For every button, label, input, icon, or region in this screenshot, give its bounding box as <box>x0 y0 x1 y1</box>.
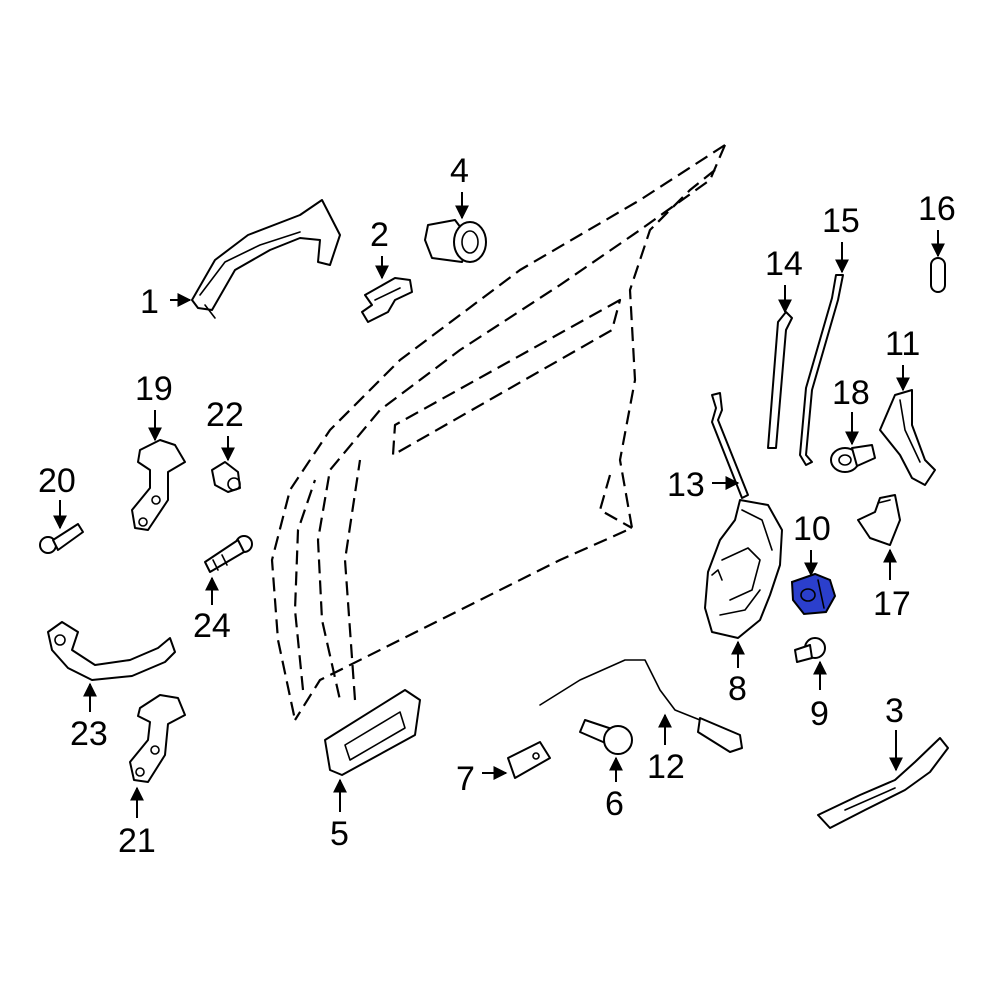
callout-17[interactable]: 17 <box>873 585 911 623</box>
callout-2[interactable]: 2 <box>370 216 389 254</box>
callout-15[interactable]: 15 <box>822 202 860 240</box>
door-frame-outline <box>270 144 727 721</box>
callout-21[interactable]: 21 <box>118 822 156 860</box>
callout-1[interactable]: 1 <box>140 283 159 321</box>
callout-7[interactable]: 7 <box>456 760 475 798</box>
callout-16[interactable]: 16 <box>918 190 956 228</box>
part-19-upper-hinge[interactable] <box>131 439 186 531</box>
callout-5[interactable]: 5 <box>330 815 349 853</box>
part-14-rod[interactable] <box>767 311 793 449</box>
leader-lines <box>53 192 945 818</box>
callout-12[interactable]: 12 <box>647 748 685 786</box>
part-20-bolt[interactable] <box>39 523 84 554</box>
callout-4[interactable]: 4 <box>450 152 469 190</box>
callout-23[interactable]: 23 <box>70 715 108 753</box>
part-7-plate[interactable] <box>507 741 551 779</box>
part-2-clip[interactable] <box>361 277 413 323</box>
callout-13[interactable]: 13 <box>667 466 705 504</box>
part-5-interior-handle[interactable] <box>324 689 421 776</box>
part-12-cable[interactable] <box>539 659 743 753</box>
part-24-stud[interactable] <box>204 535 253 573</box>
callout-18[interactable]: 18 <box>832 374 870 412</box>
callout-20[interactable]: 20 <box>38 462 76 500</box>
part-3-release[interactable] <box>817 737 949 829</box>
part-17-bracket[interactable] <box>857 494 901 546</box>
part-16-pin[interactable] <box>930 257 946 293</box>
callout-11[interactable]: 11 <box>885 325 920 363</box>
part-6-bumper-pin[interactable] <box>579 719 633 755</box>
part-10-bumper[interactable] <box>790 572 837 616</box>
part-8-latch[interactable] <box>704 499 783 639</box>
callout-19[interactable]: 19 <box>135 370 173 408</box>
part-23-door-check[interactable] <box>47 621 176 681</box>
callout-3[interactable]: 3 <box>885 692 904 730</box>
callout-10[interactable]: 10 <box>793 510 831 548</box>
part-18-pin[interactable] <box>830 444 876 473</box>
callout-9[interactable]: 9 <box>810 695 829 733</box>
part-1-exterior-handle[interactable] <box>191 199 341 319</box>
callout-22[interactable]: 22 <box>206 396 244 434</box>
callout-24[interactable]: 24 <box>193 607 231 645</box>
part-13-rod[interactable] <box>711 392 749 499</box>
part-21-lower-hinge[interactable] <box>129 694 186 783</box>
callout-labels: 1 2 3 4 5 6 7 8 9 10 11 12 13 14 15 16 1… <box>38 152 956 860</box>
part-22-plug[interactable] <box>211 461 241 493</box>
callout-8[interactable]: 8 <box>728 670 747 708</box>
part-9-bolt[interactable] <box>794 637 826 663</box>
part-11-bracket[interactable] <box>879 389 936 486</box>
callout-14[interactable]: 14 <box>765 245 803 283</box>
part-15-rod[interactable] <box>799 274 844 466</box>
callout-6[interactable]: 6 <box>605 785 624 823</box>
part-4-lock-cylinder[interactable] <box>424 219 487 263</box>
